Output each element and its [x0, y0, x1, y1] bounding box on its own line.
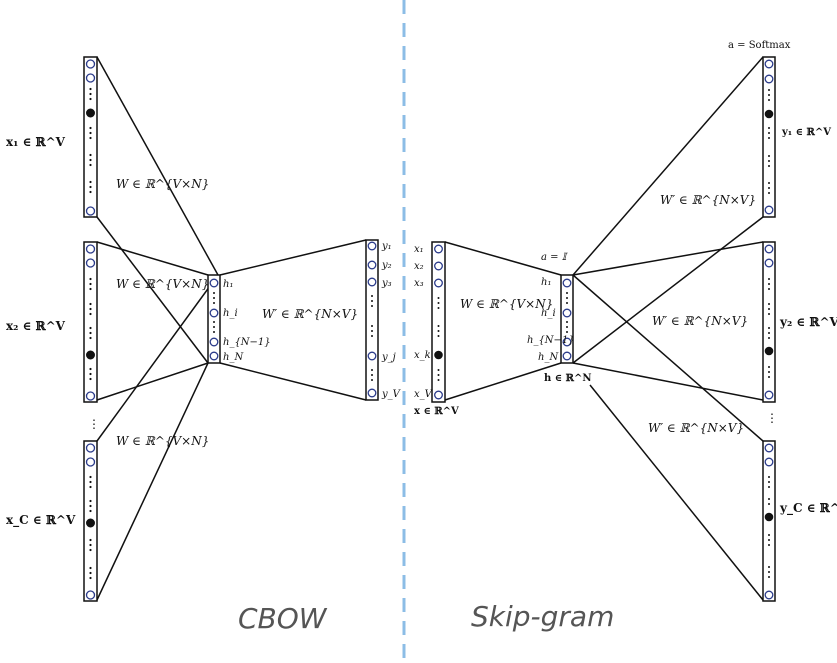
cbow-output-label-2: y₂: [381, 260, 392, 271]
cbow-hidden-label-n-1: h_{N−1}: [223, 337, 271, 348]
skipgram-weight-out-label-2: W′ ∈ ℝ^{N×V}: [652, 314, 748, 328]
cbow-hidden-label-i: h_i: [223, 308, 238, 319]
skipgram-title: Skip-gram: [471, 600, 614, 633]
skipgram-hidden-label-n-1: h_{N−1}: [527, 335, 575, 346]
skipgram-input-label-k: x_k: [414, 350, 431, 361]
cbow-input-label-2: x₂ ∈ ℝ^V: [6, 319, 66, 333]
skipgram-activation-hidden: a = 𝕀: [541, 252, 569, 263]
skipgram-input-label-3: x₃: [414, 278, 424, 289]
cbow-connections: [96, 56, 367, 601]
cbow-weight-label-1: W ∈ ℝ^{V×N}: [116, 177, 209, 191]
cbow-input-vector-1: [83, 56, 98, 218]
skipgram-output-label-1: y₁ ∈ ℝ^V: [781, 127, 831, 138]
skipgram-hidden-label-i: h_i: [541, 308, 556, 319]
skipgram-weight-out-label-3: W′ ∈ ℝ^{N×V}: [648, 421, 744, 435]
skipgram-output-ellipsis: ⋮: [766, 411, 778, 425]
skipgram-hidden-vec-label: h ∈ ℝ^N: [544, 373, 591, 384]
cbow-input-label-1: x₁ ∈ ℝ^V: [6, 135, 66, 149]
cbow-hidden-label-n: h_N: [223, 352, 244, 363]
skipgram-output-label-2: y₂ ∈ ℝ^V: [779, 315, 837, 329]
skipgram-input-label-1: x₁: [414, 244, 424, 255]
cbow-output-label-v: y_V: [381, 389, 402, 400]
cbow-diagram: x₁ ∈ ℝ^V x₂ ∈ ℝ^V x_C ∈ ℝ^V ⋮ W ∈ ℝ^{V×N…: [6, 56, 402, 635]
skipgram-hidden-label-n: h_N: [538, 352, 559, 363]
skipgram-input-label-2: x₂: [414, 261, 424, 272]
cbow-hidden-vector: [207, 274, 221, 364]
skipgram-input-vec-label: x ∈ ℝ^V: [414, 406, 459, 417]
skipgram-weight-in-label: W ∈ ℝ^{V×N}: [460, 297, 553, 311]
skipgram-input-vector: [431, 241, 446, 403]
cbow-input-label-c: x_C ∈ ℝ^V: [6, 513, 76, 528]
skipgram-weight-out-label-1: W′ ∈ ℝ^{N×V}: [660, 193, 756, 207]
skipgram-diagram: a = Softmax x₁ x₂ x₃ x_k x_V x ∈ ℝ^V W ∈…: [414, 40, 837, 633]
skipgram-activation-top: a = Softmax: [728, 40, 791, 51]
skipgram-connections: [444, 56, 764, 601]
skipgram-input-label-v: x_V: [414, 389, 434, 400]
cbow-hidden-label-1: h₁: [223, 279, 233, 290]
cbow-output-vector: [365, 239, 379, 401]
cbow-output-label-j: y_j: [381, 352, 396, 363]
cbow-output-label-3: y₃: [381, 278, 392, 289]
cbow-input-ellipsis: ⋮: [88, 417, 100, 431]
cbow-output-label-1: y₁: [381, 241, 392, 252]
skipgram-output-vector-1: [762, 56, 776, 218]
skipgram-hidden-vector: [560, 274, 574, 364]
cbow-title: CBOW: [238, 602, 328, 635]
cbow-weight-label-2: W ∈ ℝ^{V×N}: [116, 277, 209, 291]
skipgram-hidden-label-1: h₁: [541, 277, 551, 288]
cbow-input-vector-c: [83, 440, 98, 602]
skipgram-output-vector-2: [762, 241, 776, 403]
skipgram-output-label-c: y_C ∈ ℝ^V: [779, 501, 837, 516]
skipgram-output-vector-c: [762, 440, 776, 602]
cbow-weight-out-label: W′ ∈ ℝ^{N×V}: [262, 307, 358, 321]
cbow-input-vector-2: [83, 241, 98, 403]
cbow-weight-label-3: W ∈ ℝ^{V×N}: [116, 434, 209, 448]
